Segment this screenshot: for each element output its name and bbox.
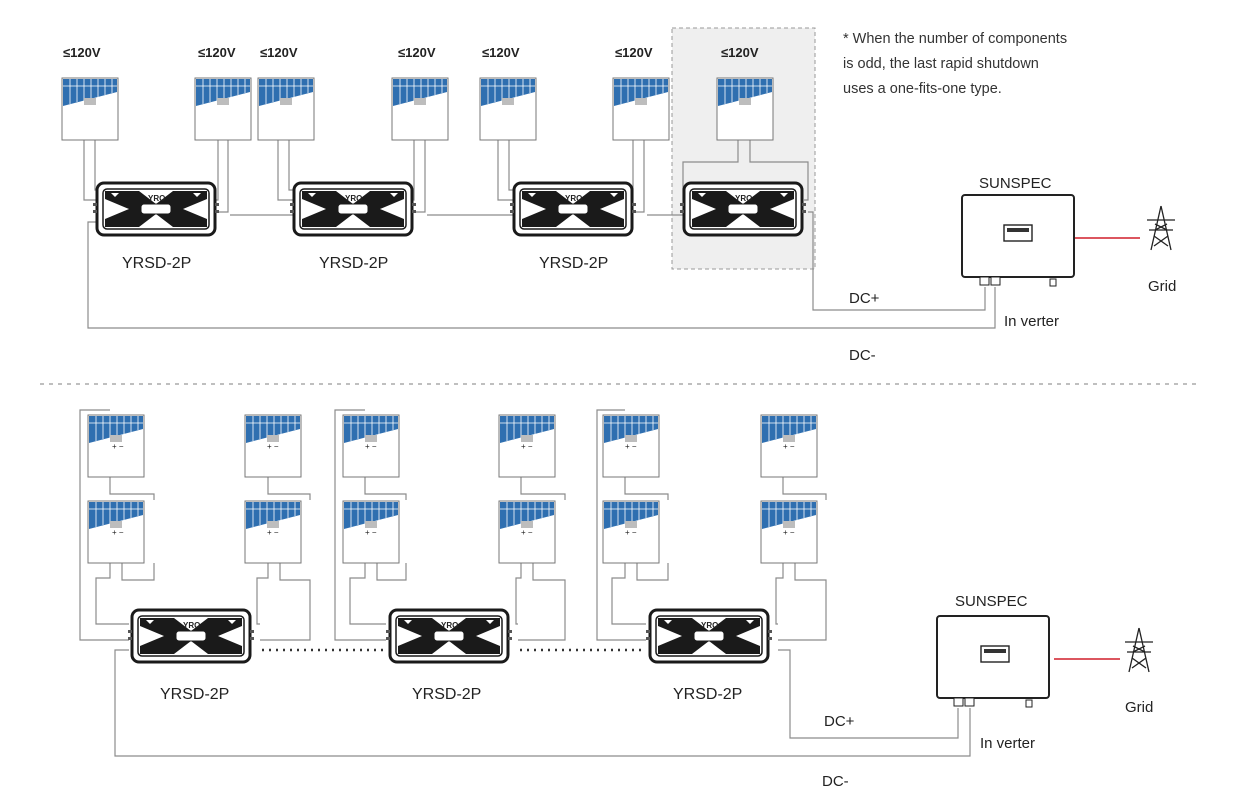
bottom-wiring [79,409,971,757]
panel-terminal: + − [112,528,124,537]
device-brand: YRO [701,621,718,630]
panel-terminal: + − [365,528,377,537]
shutdown-label: YRSD-2P [412,686,481,703]
dc-plus-label: DC+ [824,713,855,730]
top-solar-panels [61,77,774,141]
dc-minus-label: DC- [849,347,876,364]
inverter-title: SUNSPEC [979,175,1052,192]
shutdown-label: YRSD-2P [160,686,229,703]
shutdown-label: YRSD-2P [539,255,608,272]
bottom-grid-tower-icon [1124,627,1154,673]
grid-label: Grid [1148,278,1176,295]
panel-terminal: + − [267,528,279,537]
panel-terminal: + − [521,442,533,451]
voltage-label: ≤120V [198,45,236,60]
shutdown-label: YRSD-2P [673,686,742,703]
panel-terminal: + − [365,442,377,451]
note-line: is odd, the last rapid shutdown [843,56,1039,72]
top-grid-tower-icon [1146,205,1176,251]
device-brand: YRO [735,194,752,203]
panel-terminal: + − [267,442,279,451]
note-line: uses a one-fits-one type. [843,81,1002,97]
shutdown-label: YRSD-2P [319,255,388,272]
panel-terminal: + − [625,442,637,451]
shutdown-label: YRSD-2P [122,255,191,272]
bottom-solar-panels [87,414,818,564]
voltage-label: ≤120V [63,45,101,60]
voltage-label: ≤120V [721,45,759,60]
bottom-inverter [936,615,1050,708]
top-inverter [961,194,1075,287]
inverter-title: SUNSPEC [955,593,1028,610]
note-line: * When the number of components [843,31,1068,47]
inverter-label: In verter [980,735,1035,752]
panel-terminal: + − [783,442,795,451]
panel-terminal: + − [783,528,795,537]
dc-minus-label: DC- [822,773,849,790]
device-brand: YRO [565,194,582,203]
panel-terminal: + − [521,528,533,537]
top-rapid-shutdown-devices [91,181,808,237]
device-brand: YRO [441,621,458,630]
device-brand: YRO [345,194,362,203]
bottom-rapid-shutdown-devices [126,608,774,664]
inverter-label: In verter [1004,313,1059,330]
panel-terminal: + − [112,442,124,451]
device-brand: YRO [183,621,200,630]
voltage-label: ≤120V [260,45,298,60]
voltage-label: ≤120V [482,45,520,60]
odd-component-note: * When the number of components is odd, … [843,27,1143,102]
dc-plus-label: DC+ [849,290,880,307]
panel-terminal: + − [625,528,637,537]
voltage-label: ≤120V [398,45,436,60]
device-brand: YRO [148,194,165,203]
grid-label: Grid [1125,699,1153,716]
voltage-label: ≤120V [615,45,653,60]
